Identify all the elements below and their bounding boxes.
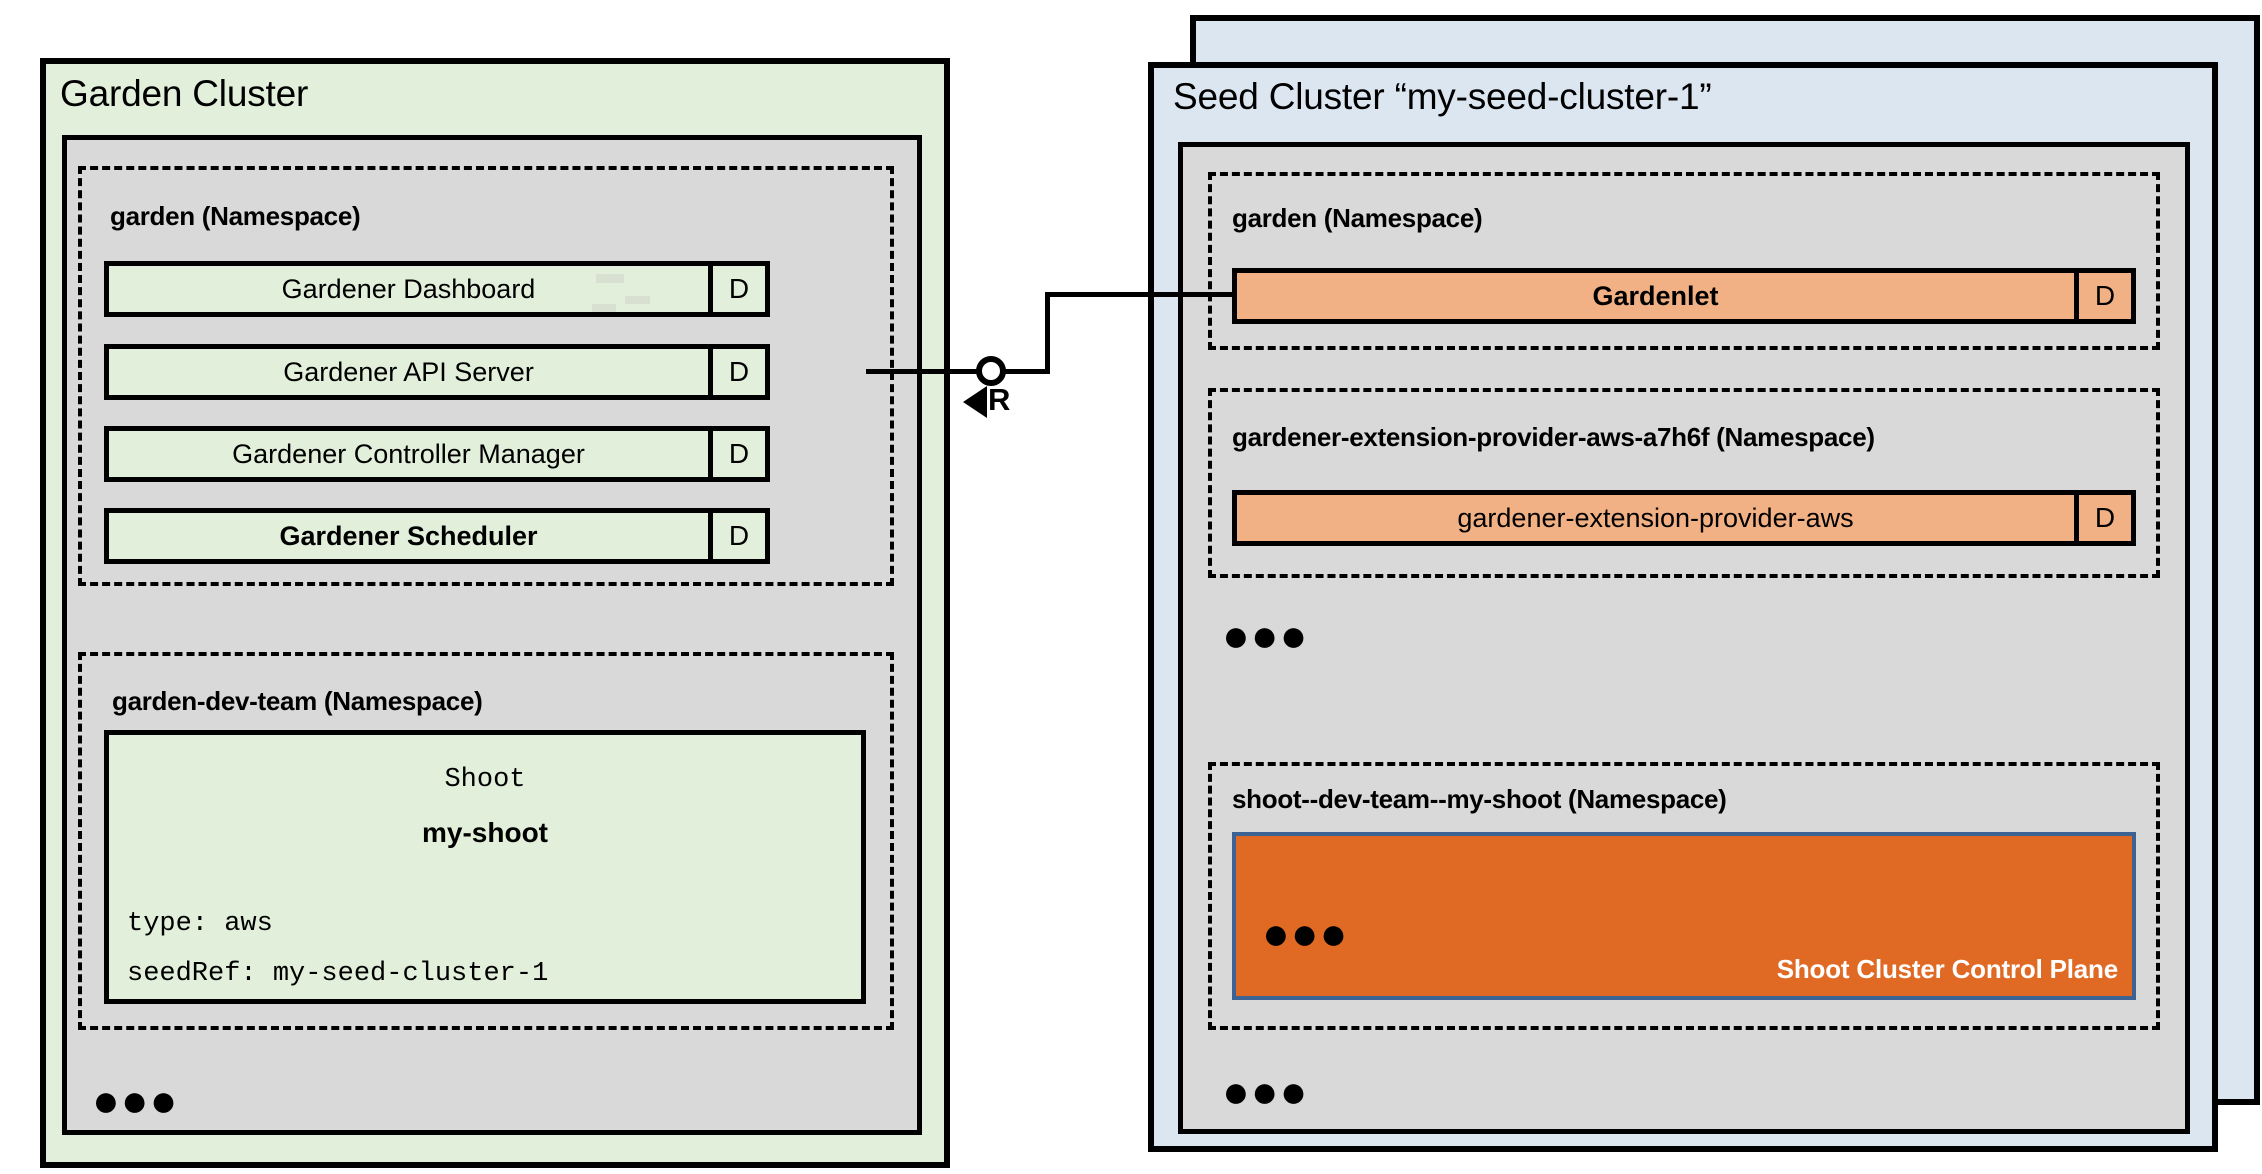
seed-component-extension-provider-aws-deployment-badge: D — [2074, 495, 2131, 541]
artifact-mark-b — [625, 296, 650, 304]
garden-component-gardener-api-server-label: Gardener API Server — [283, 356, 534, 387]
seed-more-namespaces-ellipsis: ●●● — [1222, 609, 1309, 661]
control-plane-label: Shoot Cluster Control Plane — [1776, 954, 2118, 984]
seed-cluster-more-ellipsis: ●●● — [1222, 1065, 1309, 1117]
seed-component-gardenlet-badge-text: D — [2094, 280, 2116, 311]
seed-component-gardenlet-label: Gardenlet — [1592, 280, 1719, 311]
garden-component-gardener-dashboard-body: Gardener Dashboard — [109, 266, 708, 312]
seed-component-gardenlet-body: Gardenlet — [1237, 273, 2074, 319]
shoot-resource-name: my-shoot — [422, 817, 548, 848]
garden-component-gardener-scheduler[interactable]: Gardener Scheduler D — [104, 508, 770, 564]
seed-component-extension-provider-aws[interactable]: gardener-extension-provider-aws D — [1232, 490, 2136, 546]
seed-cluster-title: Seed Cluster “my-seed-cluster-1” — [1173, 76, 1712, 117]
shoot-cluster-control-plane[interactable]: ●●● Shoot Cluster Control Plane — [1232, 832, 2136, 1000]
seed-namespace-extension-provider — [1208, 388, 2160, 578]
shoot-resource-spec-type: type: aws — [127, 909, 273, 939]
seed-component-extension-provider-aws-badge-text: D — [2094, 502, 2116, 533]
garden-component-gardener-controller-manager-body: Gardener Controller Manager — [109, 431, 708, 477]
garden-component-gardener-scheduler-deployment-badge: D — [708, 513, 765, 559]
garden-component-gardener-scheduler-badge-text: D — [728, 520, 750, 551]
shoot-resource-kind: Shoot — [444, 765, 526, 795]
garden-component-gardener-dashboard-deployment-badge: D — [708, 266, 765, 312]
seed-component-gardenlet-deployment-badge: D — [2074, 273, 2131, 319]
garden-namespace-dev-team — [78, 652, 894, 1030]
shoot-resource-spec-seedref: seedRef: my-seed-cluster-1 — [127, 959, 549, 989]
connector-arrowhead-icon — [963, 386, 987, 418]
garden-component-gardener-controller-manager[interactable]: Gardener Controller Manager D — [104, 426, 770, 482]
shoot-resource-card[interactable]: Shoot my-shoot type: aws seedRef: my-see… — [104, 730, 866, 1004]
garden-component-gardener-api-server-badge-text: D — [728, 356, 750, 387]
garden-component-gardener-api-server-deployment-badge: D — [708, 349, 765, 395]
seed-namespace-shoot-control-plane-title: shoot--dev-team--my-shoot (Namespace) — [1232, 784, 1727, 814]
garden-component-gardener-dashboard-label: Gardener Dashboard — [281, 273, 536, 304]
garden-component-gardener-dashboard-badge-text: D — [728, 273, 750, 304]
seed-component-gardenlet[interactable]: Gardenlet D — [1232, 268, 2136, 324]
garden-cluster-more-ellipsis: ●●● — [92, 1074, 179, 1126]
garden-namespace-garden — [78, 166, 894, 586]
garden-cluster-title: Garden Cluster — [60, 73, 309, 114]
seed-component-extension-provider-aws-body: gardener-extension-provider-aws — [1237, 495, 2074, 541]
connector-segment-riser — [1045, 292, 1050, 374]
connector-segment-to-riser — [1004, 369, 1050, 374]
garden-component-gardener-scheduler-label: Gardener Scheduler — [279, 520, 538, 551]
garden-component-gardener-controller-manager-label: Gardener Controller Manager — [232, 438, 585, 469]
garden-component-gardener-controller-manager-badge-text: D — [728, 438, 750, 469]
seed-namespace-garden-title: garden (Namespace) — [1232, 203, 1483, 233]
garden-namespace-dev-team-title: garden-dev-team (Namespace) — [112, 686, 483, 716]
garden-component-gardener-controller-manager-deployment-badge: D — [708, 431, 765, 477]
connector-relation-label: R — [988, 382, 1011, 417]
seed-namespace-extension-provider-title: gardener-extension-provider-aws-a7h6f (N… — [1232, 422, 1875, 452]
control-plane-contents-ellipsis: ●●● — [1262, 907, 1349, 959]
garden-component-gardener-api-server[interactable]: Gardener API Server D — [104, 344, 770, 400]
seed-namespace-shoot-control-plane — [1208, 762, 2160, 1030]
connector-segment-to-gardenlet — [1045, 292, 1237, 297]
garden-component-gardener-dashboard[interactable]: Gardener Dashboard D — [104, 261, 770, 317]
seed-component-extension-provider-aws-label: gardener-extension-provider-aws — [1457, 502, 1854, 533]
connector-segment-from-api-server — [866, 369, 978, 374]
garden-component-gardener-scheduler-body: Gardener Scheduler — [109, 513, 708, 559]
seed-namespace-garden — [1208, 172, 2160, 350]
garden-component-gardener-api-server-body: Gardener API Server — [109, 349, 708, 395]
garden-namespace-garden-title: garden (Namespace) — [110, 201, 361, 231]
artifact-mark-c — [592, 304, 616, 312]
artifact-mark-a — [596, 274, 624, 283]
connector-socket-icon — [976, 356, 1006, 386]
